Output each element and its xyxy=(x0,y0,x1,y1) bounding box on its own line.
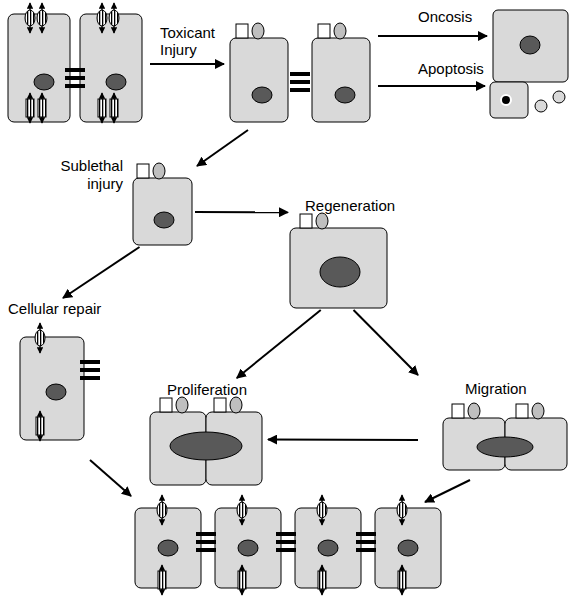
stage-node: Migration xyxy=(418,372,572,472)
stage-label: Oncosis xyxy=(418,8,498,25)
stage-label: Toxicant Injury xyxy=(160,24,232,58)
stage-title: Migration xyxy=(465,380,565,398)
flow-arrow xyxy=(354,310,418,375)
flow-arrow xyxy=(195,211,288,213)
stage-title: Regeneration xyxy=(305,197,403,215)
stage-title: Cellular repair xyxy=(8,300,123,318)
stage-title: Sublethal injury xyxy=(45,157,123,193)
stage-node: Cellular repair xyxy=(8,298,125,443)
stage-title: Proliferation xyxy=(148,381,266,399)
stage-label: Apoptosis xyxy=(418,60,498,77)
stage-node: Sublethal injury xyxy=(45,155,195,247)
flow-arrow xyxy=(237,310,321,378)
stage-node: Proliferation xyxy=(148,378,268,488)
flow-arrow xyxy=(63,247,140,298)
stage-node: Regeneration xyxy=(288,195,405,310)
flow-arrow xyxy=(268,439,418,441)
